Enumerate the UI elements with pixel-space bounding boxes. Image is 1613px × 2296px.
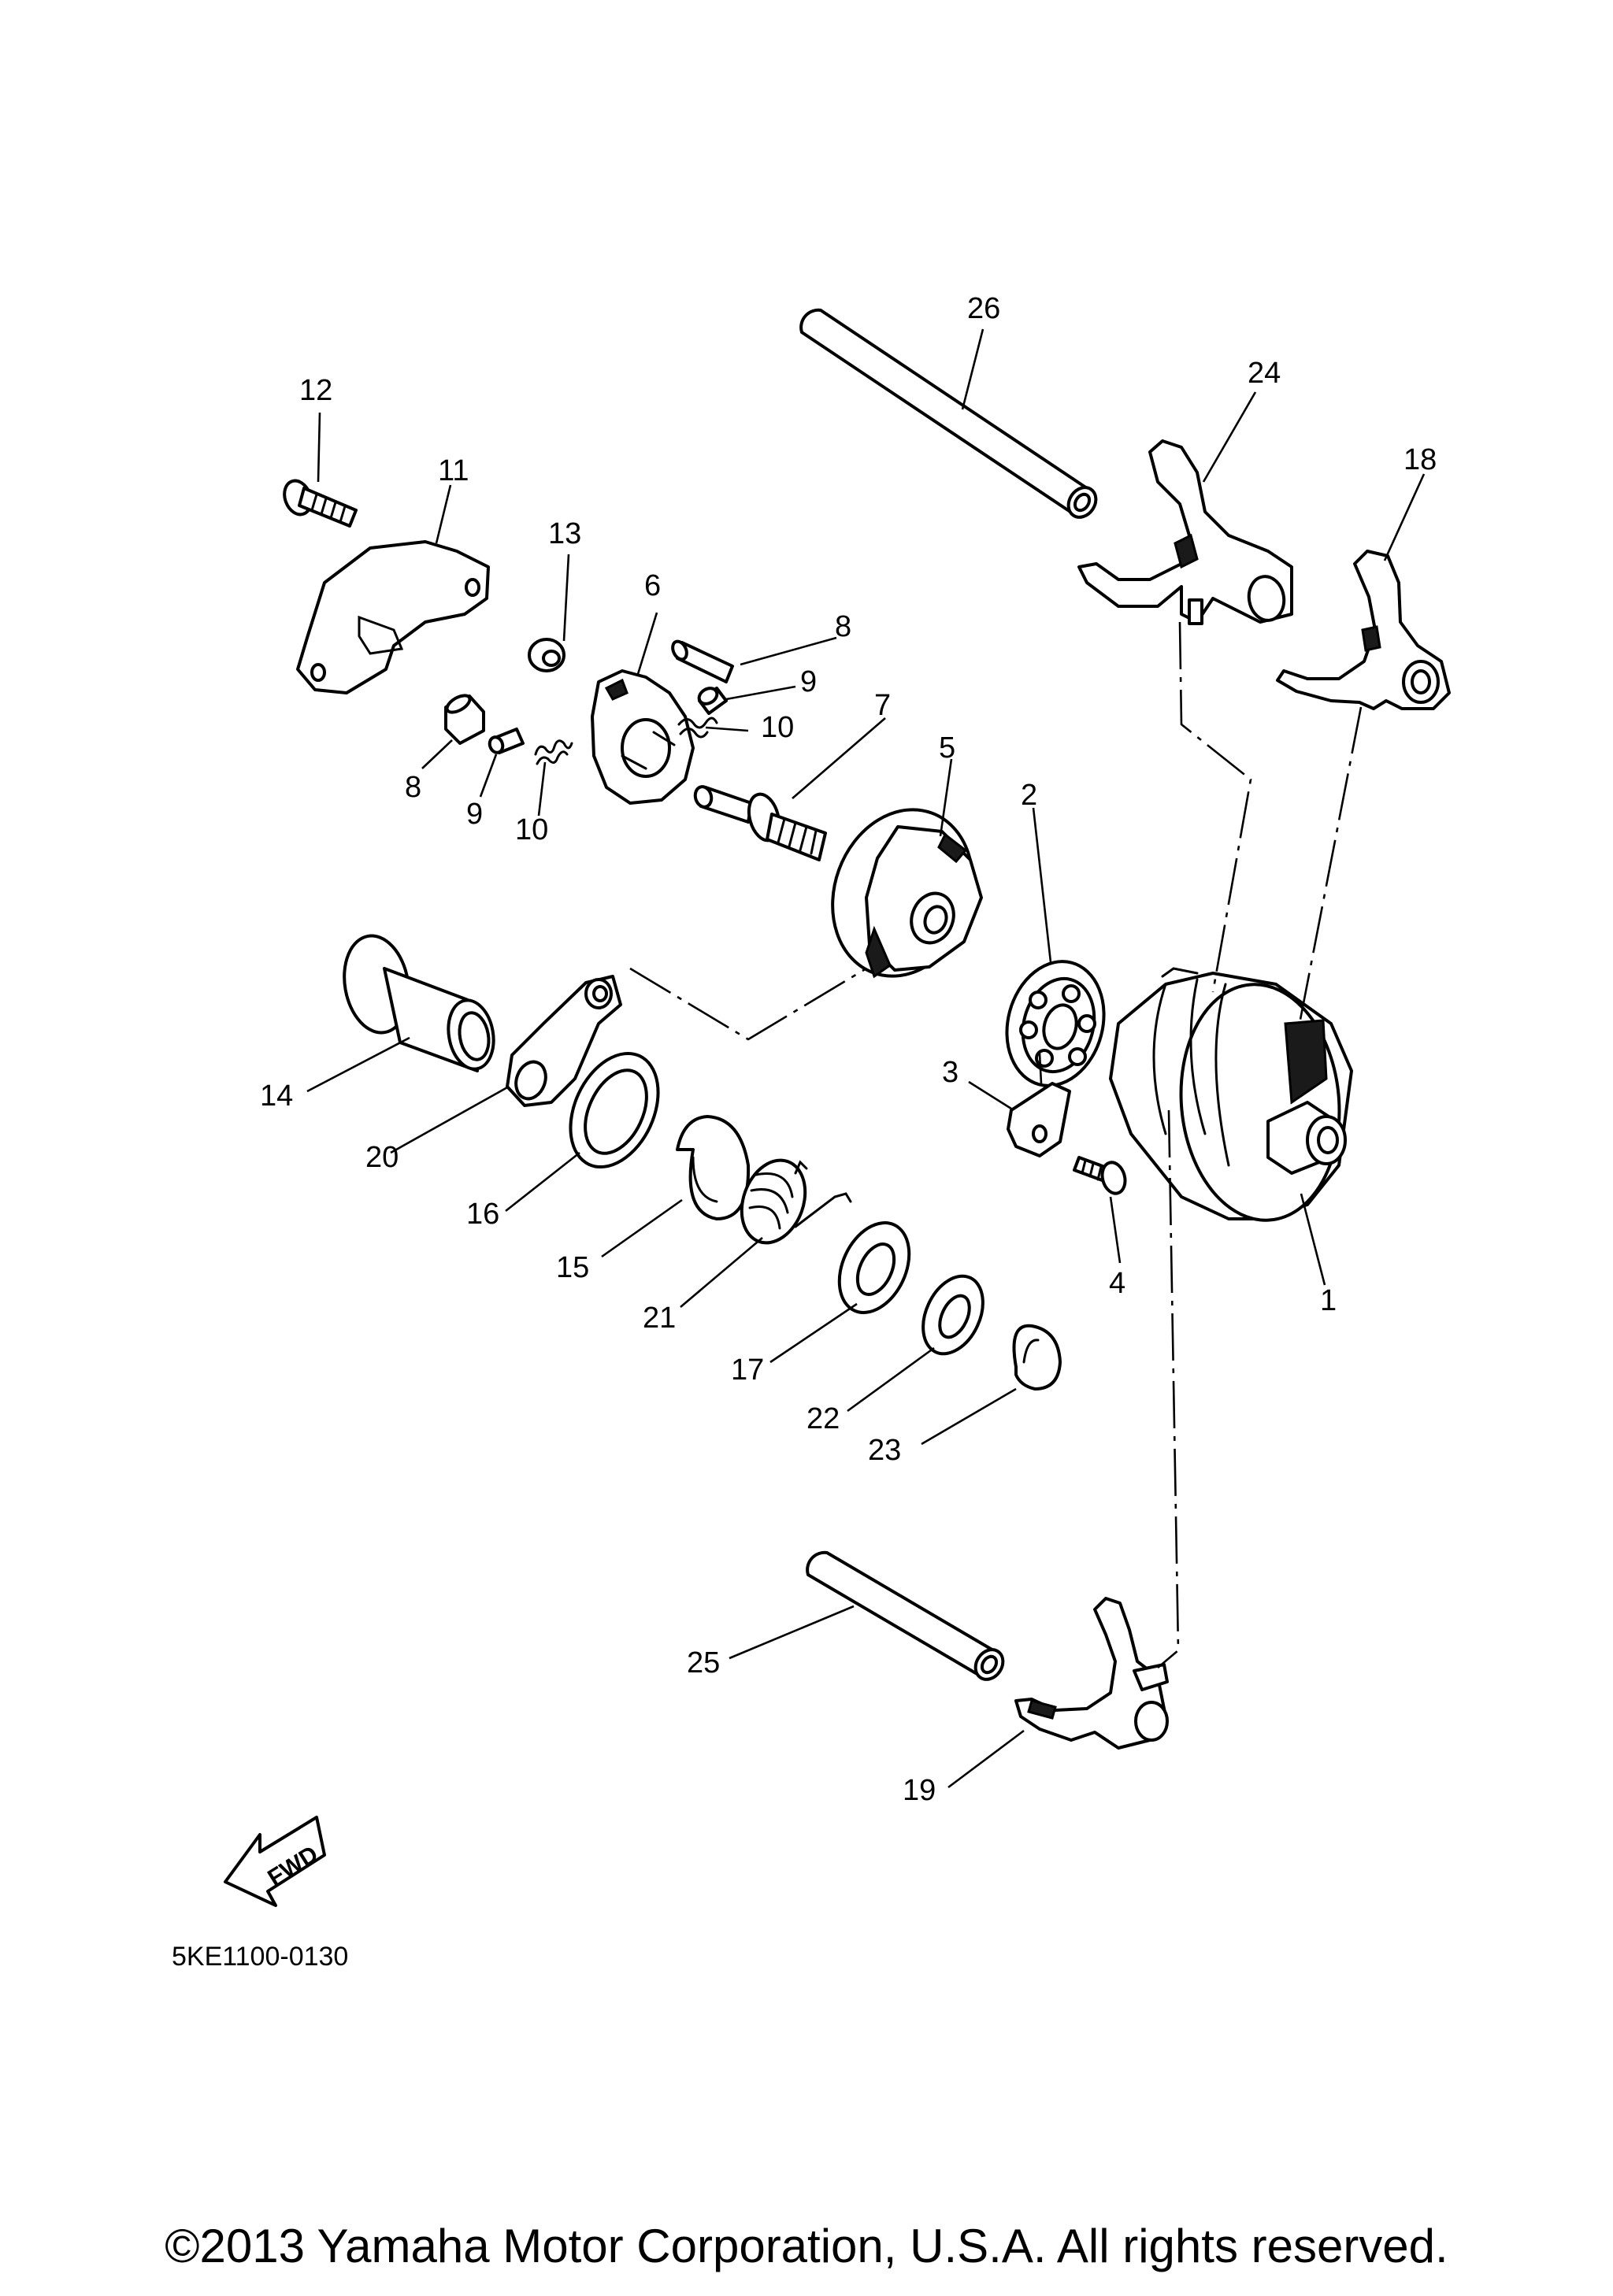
part-11-stopper-plate [296, 540, 490, 694]
part-15-circlip [676, 1115, 751, 1220]
callout-9-upper: 9 [800, 665, 817, 698]
part-26-shift-fork-shaft [799, 308, 1098, 519]
callout-labels: 26 24 18 12 11 13 6 8 9 10 7 5 2 8 9 10 … [260, 292, 1437, 1807]
part-17-washer [837, 1221, 911, 1314]
callout-11: 11 [438, 454, 469, 487]
part-19-torsion-spring [740, 1158, 852, 1245]
part-23-shift-fork [1014, 1597, 1169, 1750]
callout-25: 25 [687, 1646, 720, 1679]
callout-23: 19 [903, 1774, 936, 1807]
part-10-lower-spring [534, 739, 573, 765]
callout-10-lower: 10 [515, 813, 548, 846]
part-14-collar [343, 934, 495, 1072]
part-12-bolt [283, 479, 358, 528]
part-8-lower-cap [444, 694, 485, 745]
fwd-arrow-icon: FWD [224, 1816, 326, 1907]
callout-19: 21 [643, 1302, 676, 1335]
part-25-shift-fork-shaft [806, 1550, 1005, 1681]
part-21-circlip [1012, 1324, 1062, 1391]
callout-26: 26 [967, 292, 1000, 325]
callout-8-upper: 8 [835, 610, 851, 643]
callout-8-lower: 8 [405, 771, 421, 804]
callout-16: 16 [466, 1198, 499, 1231]
part-4-screw [1073, 1156, 1127, 1195]
part-22-shift-fork [1276, 550, 1451, 710]
part-2-bearing [1005, 960, 1106, 1087]
callout-22: 18 [1403, 443, 1437, 476]
part-5-shift-cam-segment [831, 808, 983, 979]
callout-9-lower: 9 [466, 798, 483, 831]
callout-7: 7 [874, 689, 891, 722]
part-20-washer [921, 1274, 984, 1356]
callout-14: 14 [260, 1079, 293, 1113]
callout-21: 23 [868, 1434, 901, 1467]
part-18-plate [506, 975, 622, 1107]
callout-24: 24 [1248, 357, 1281, 390]
callout-5: 5 [939, 731, 955, 765]
callout-15: 15 [556, 1251, 589, 1284]
diagram-code: 5KE1100-0130 [172, 1942, 348, 1972]
part-3-retainer [1007, 1082, 1071, 1157]
callout-12: 12 [299, 374, 332, 407]
callout-3: 3 [942, 1056, 959, 1089]
part-10-upper-spring [677, 717, 718, 739]
callout-13: 13 [548, 517, 581, 550]
part-8-upper-pin [671, 639, 734, 683]
callout-6: 6 [644, 569, 661, 602]
callout-20: 22 [806, 1402, 840, 1435]
part-13-collar [528, 638, 565, 672]
part-1-shift-drum [1109, 967, 1353, 1222]
callout-4: 4 [1109, 1267, 1125, 1300]
copyright-notice: ©2013 Yamaha Motor Corporation, U.S.A. A… [165, 2220, 1448, 2272]
part-9-lower-plunger [488, 728, 525, 754]
callout-18: 20 [365, 1141, 399, 1174]
callout-17: 17 [731, 1354, 764, 1387]
assembly-lines [629, 621, 1363, 1668]
part-16-washer [569, 1051, 660, 1169]
callout-10-upper: 10 [761, 711, 794, 744]
callout-2: 2 [1021, 779, 1037, 812]
part-6-segment [591, 669, 695, 805]
leader-lines [306, 328, 1426, 1789]
part-24-shift-fork [1077, 439, 1293, 625]
callout-1: 1 [1320, 1284, 1337, 1317]
part-9-upper-plunger [697, 687, 728, 715]
part-7-segment-bolt [693, 785, 827, 861]
